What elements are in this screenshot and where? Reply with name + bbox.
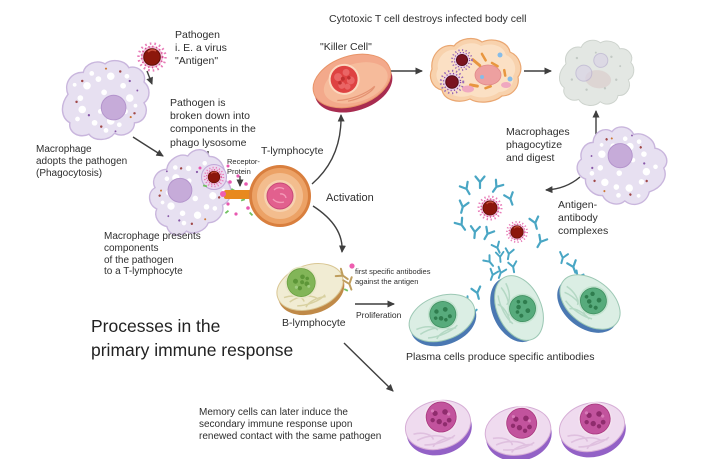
arrow-macrophage-to-presenting [132, 136, 164, 157]
macrophage-adopts-label: Macrophage adopts the pathogen (Phagocyt… [36, 144, 128, 179]
pathogen-label: Pathogen i. E. a virus "Antigen" [175, 29, 227, 68]
pathogen-virus [137, 42, 167, 72]
killer-cell [312, 53, 393, 113]
arrow-macrophage-to-complexes [545, 176, 581, 194]
arrow-virus-to-macrophage [146, 70, 153, 85]
infected-body-cell [429, 37, 522, 103]
engulfed-pathogen [201, 164, 227, 190]
killer-cell-label: "Killer Cell" [320, 41, 372, 53]
arrow-activation-up [311, 114, 345, 185]
b-lymphocyte-cell [276, 263, 345, 316]
memory-cell-2 [480, 400, 557, 459]
memory-caption: Memory cells can later induce the second… [199, 407, 382, 442]
receptor-protein-label: Receptor- Protein [227, 157, 260, 176]
b-cell-receptors [334, 263, 355, 292]
main-title: Processes in the primary immune response [91, 316, 294, 360]
memory-cell-1 [399, 392, 479, 459]
t-lymphocyte-label: T-lymphocyte [261, 145, 324, 157]
activation-label: Activation [326, 192, 374, 204]
antigen-antibody-label: Antigen- antibody complexes [558, 199, 609, 238]
pathogen-broken-label: Pathogen is broken down into components … [170, 97, 256, 149]
arrows [132, 67, 600, 392]
macrophage-presents-label: Macrophage presents components of the pa… [104, 231, 201, 278]
arrow-activation-down [312, 205, 346, 253]
t-lymphocyte-cell [249, 165, 311, 227]
receptor-protein [220, 190, 255, 199]
memory-cell-3 [553, 394, 633, 459]
plasma-cell-1 [401, 284, 484, 356]
plasma-cell-3 [545, 262, 632, 345]
destroyed-cell [558, 39, 635, 106]
first-antibodies-label: first specific antibodies against the an… [355, 267, 431, 286]
antigen-antibody-complexes [453, 175, 549, 251]
plasma-caption: Plasma cells produce specific antibodies [406, 351, 595, 363]
top-title: Cytotoxic T cell destroys infected body … [329, 13, 527, 25]
proliferation-label: Proliferation [356, 310, 402, 320]
macrophages-phagocytize-label: Macrophages phagocytize and digest [506, 126, 570, 165]
arrow-bcell-to-memory [343, 342, 394, 392]
macrophage-cell [61, 59, 150, 141]
b-lymphocyte-label: B-lymphocyte [282, 317, 346, 329]
